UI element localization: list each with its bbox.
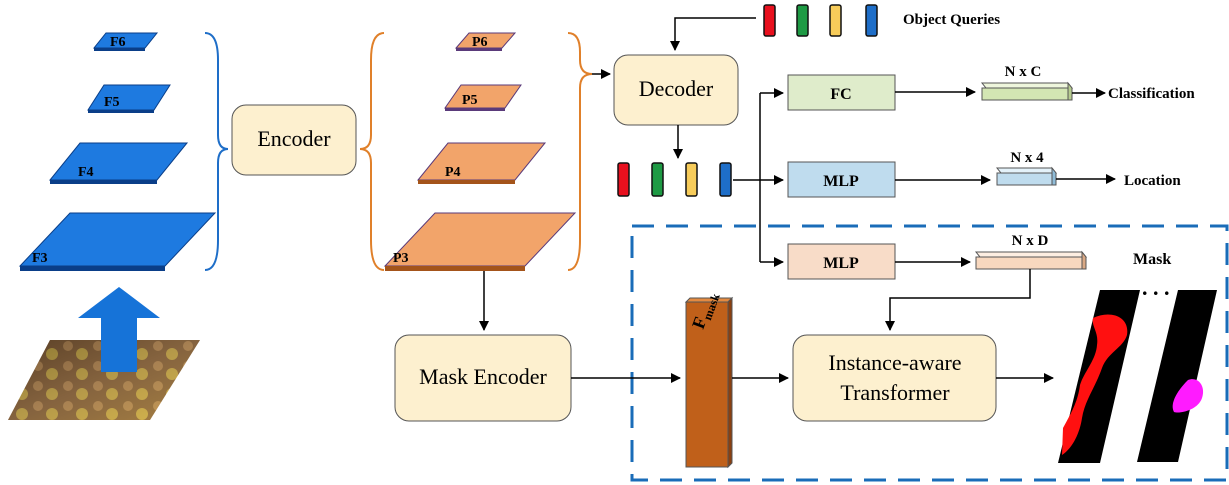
mask-output-1: [1058, 290, 1140, 463]
feature-f4: F4: [48, 142, 189, 184]
query-token: [763, 4, 776, 37]
feature-p3: P3: [383, 212, 577, 271]
transformer-label-line2: Transformer: [840, 380, 950, 405]
fc-label: FC: [830, 86, 851, 103]
embedding-token: [617, 162, 630, 197]
feature-f6: F6: [92, 32, 159, 51]
p-feature-pyramid: P6 P5 P4 P3: [383, 32, 577, 271]
branch-connectors: [733, 88, 784, 267]
ellipsis-label: . . .: [1142, 275, 1170, 300]
p-brace-left: [359, 32, 385, 271]
query-token: [829, 4, 842, 37]
decoder-label: Decoder: [639, 76, 714, 101]
label-p6: P6: [472, 35, 488, 50]
embedding-token: [719, 162, 732, 197]
classification-label: Classification: [1108, 86, 1195, 102]
encoder-block: Encoder: [231, 104, 357, 176]
f-feature-pyramid: F6 F5 F4 F3: [18, 32, 217, 271]
feature-p4: P4: [416, 142, 547, 184]
feature-f3: F3: [18, 212, 217, 271]
nxd-to-transformer-arrow: [885, 269, 1031, 331]
mask-output-2: [1137, 290, 1217, 462]
final-output-arrows: [1056, 88, 1116, 184]
p-brace-right: [567, 32, 593, 271]
label-f3: F3: [32, 251, 48, 266]
encoder-label: Encoder: [257, 126, 331, 151]
label-p5: P5: [462, 93, 478, 108]
object-queries-label: Object Queries: [903, 12, 1000, 28]
nx4-label: N x 4: [1010, 150, 1044, 166]
mlp-mask-label: MLP: [823, 255, 859, 272]
tensor-nx4: N x 4: [995, 150, 1058, 186]
fmask-feature-map: Fmask: [684, 291, 734, 469]
upward-arrow-icon: [78, 287, 160, 372]
mask-branch-region: [630, 224, 1229, 482]
query-token: [796, 4, 809, 37]
mlp-location-head: MLP: [787, 161, 896, 198]
mask-encoder-block: Mask Encoder: [394, 334, 572, 422]
query-token: [865, 4, 878, 37]
label-f6: F6: [110, 35, 126, 50]
label-f4: F4: [78, 165, 94, 180]
decoder-block: Decoder: [613, 54, 739, 126]
embedding-token: [685, 162, 698, 197]
embedding-token: [651, 162, 664, 197]
mask-encoder-label: Mask Encoder: [419, 364, 547, 389]
f-brace: [204, 32, 229, 271]
fc-head: FC: [787, 74, 896, 111]
mask-label: Mask: [1133, 251, 1171, 268]
mlp-mask-head: MLP: [787, 243, 896, 280]
tensor-nxc: N x C: [980, 64, 1074, 101]
feature-p6: P6: [454, 32, 517, 51]
tensor-nxd: N x D: [974, 233, 1088, 270]
instance-aware-transformer-block: Instance-aware Transformer: [792, 334, 997, 422]
decoder-output-embeddings: [617, 162, 732, 197]
label-p4: P4: [445, 165, 461, 180]
feature-p5: P5: [444, 84, 522, 111]
queries-to-decoder-arrow: [670, 17, 756, 51]
mlp-location-label: MLP: [823, 173, 859, 190]
label-p3: P3: [393, 251, 409, 266]
feature-f5: F5: [87, 84, 171, 113]
label-f5: F5: [104, 95, 120, 110]
transformer-label-line1: Instance-aware: [828, 350, 961, 375]
location-label: Location: [1124, 173, 1181, 189]
nxc-label: N x C: [1005, 64, 1042, 80]
object-queries: Object Queries: [763, 4, 1000, 37]
head-output-arrows: [895, 87, 991, 267]
nxd-label: N x D: [1012, 233, 1049, 249]
input-image: [8, 340, 200, 420]
